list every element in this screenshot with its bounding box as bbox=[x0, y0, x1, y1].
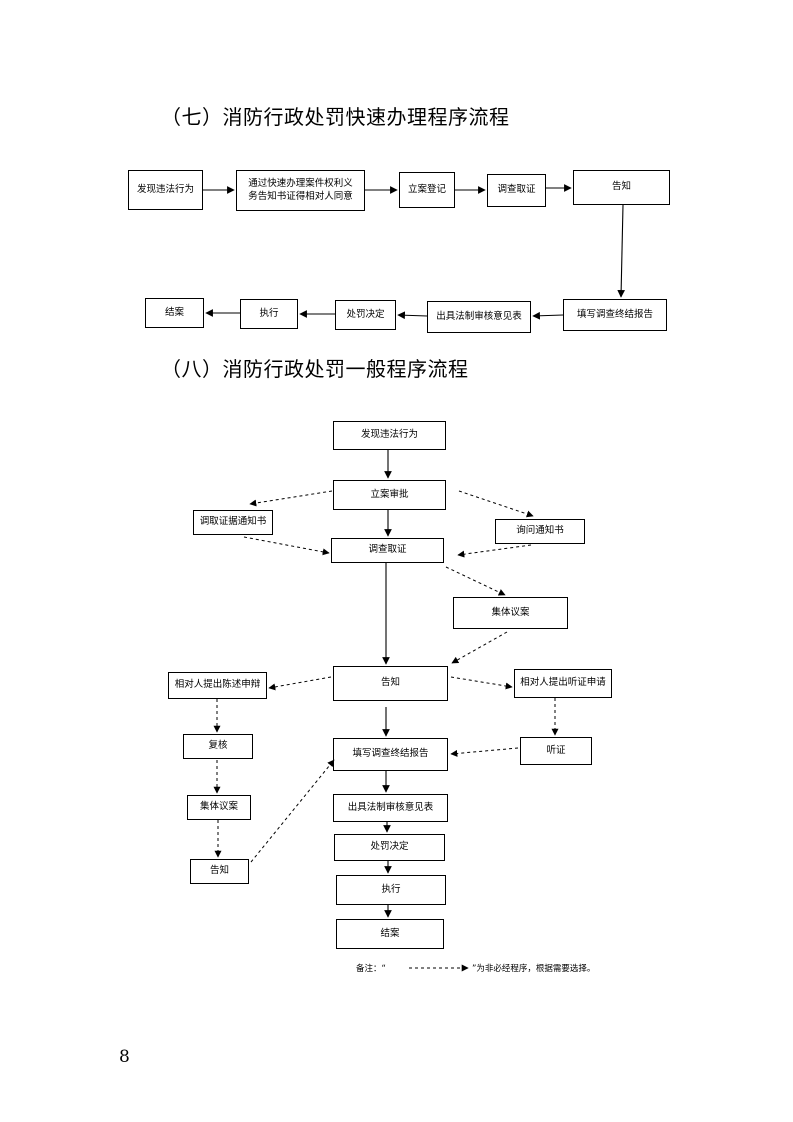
fast-close-box: 结案 bbox=[145, 298, 204, 328]
arrow-gen-d14 bbox=[250, 759, 335, 863]
fast-discover-box: 发现违法行为 bbox=[128, 170, 203, 210]
fast-notify-rights-line1: 通过快速办理案件权利义 bbox=[248, 177, 353, 189]
gen-evidence-notice-label: 调取证据通知书 bbox=[199, 516, 267, 528]
page-number: 8 bbox=[119, 1047, 130, 1067]
gen-collective-discussion-label: 集体议案 bbox=[491, 606, 530, 618]
fast-execute-label: 执行 bbox=[259, 307, 279, 319]
fast-register-label: 立案登记 bbox=[407, 183, 446, 195]
fast-decision-box: 处罚决定 bbox=[335, 300, 396, 330]
note-prefix: 备注：“ bbox=[356, 964, 386, 974]
fast-procedure-heading: （七）消防行政处罚快速办理程序流程 bbox=[161, 105, 510, 129]
gen-inform-2-box: 告知 bbox=[190, 859, 249, 884]
general-procedure-heading: （八）消防行政处罚一般程序流程 bbox=[161, 357, 469, 381]
gen-hearing-request-label: 相对人提出听证申请 bbox=[520, 677, 606, 689]
arrow-fast-5 bbox=[617, 204, 625, 298]
gen-inform-2-label: 告知 bbox=[209, 865, 229, 877]
fast-inform-label: 告知 bbox=[611, 181, 631, 193]
gen-discover-box: 发现违法行为 bbox=[333, 421, 446, 450]
gen-decision-label: 处罚决定 bbox=[370, 841, 409, 853]
fast-decision-label: 处罚决定 bbox=[346, 308, 385, 320]
gen-approve-label: 立案审批 bbox=[370, 488, 409, 500]
arrow-gen-d7 bbox=[268, 676, 332, 691]
gen-discover-label: 发现违法行为 bbox=[360, 429, 418, 441]
fast-close-label: 结案 bbox=[164, 306, 184, 318]
gen-collective-discussion-2-box: 集体议案 bbox=[187, 795, 251, 820]
fast-final-report-label: 填写调查终结报告 bbox=[576, 308, 653, 320]
gen-hearing-label: 听证 bbox=[546, 744, 566, 756]
arrow-gen-d6 bbox=[451, 631, 508, 664]
arrow-gen-d2 bbox=[458, 490, 534, 518]
arrow-gen-d12 bbox=[450, 747, 519, 757]
gen-close-box: 结案 bbox=[336, 919, 444, 949]
arrow-gen-d4 bbox=[457, 544, 532, 558]
gen-collective-discussion-2-label: 集体议案 bbox=[199, 801, 238, 813]
fast-register-box: 立案登记 bbox=[399, 172, 455, 208]
gen-decision-box: 处罚决定 bbox=[334, 834, 445, 861]
gen-approve-box: 立案审批 bbox=[333, 480, 446, 510]
gen-inform-box: 告知 bbox=[333, 666, 448, 701]
gen-legal-review-label: 出具法制审核意见表 bbox=[347, 801, 434, 813]
fast-investigate-label: 调查取证 bbox=[497, 184, 536, 196]
fast-notify-rights-line2: 务告知书证得相对人同意 bbox=[248, 190, 353, 202]
gen-review-box: 复核 bbox=[183, 734, 253, 759]
gen-collective-discussion-box: 集体议案 bbox=[453, 597, 568, 629]
gen-legal-review-box: 出具法制审核意见表 bbox=[333, 794, 448, 822]
gen-inquiry-notice-box: 询问通知书 bbox=[495, 519, 585, 544]
gen-evidence-notice-box: 调取证据通知书 bbox=[193, 510, 273, 535]
gen-close-label: 结案 bbox=[380, 927, 400, 939]
fast-notify-rights-box: 通过快速办理案件权利义 务告知书证得相对人同意 bbox=[236, 170, 365, 211]
gen-investigate-label: 调查取证 bbox=[368, 544, 407, 556]
fast-investigate-box: 调查取证 bbox=[487, 174, 546, 207]
note-suffix: ”为非必经程序，根据需要选择。 bbox=[472, 964, 596, 974]
gen-review-label: 复核 bbox=[208, 740, 228, 752]
arrow-gen-d1 bbox=[249, 490, 333, 507]
gen-final-report-box: 填写调查终结报告 bbox=[333, 738, 448, 771]
gen-execute-box: 执行 bbox=[336, 875, 446, 905]
gen-hearing-request-box: 相对人提出听证申请 bbox=[514, 669, 612, 698]
arrow-fast-7 bbox=[397, 311, 428, 320]
fast-execute-box: 执行 bbox=[240, 299, 298, 329]
gen-statement-defense-label: 相对人提出陈述申辩 bbox=[174, 679, 261, 691]
gen-execute-label: 执行 bbox=[381, 883, 401, 895]
gen-inquiry-notice-label: 询问通知书 bbox=[516, 525, 564, 537]
arrow-fast-6 bbox=[532, 311, 564, 320]
gen-investigate-box: 调查取证 bbox=[331, 538, 444, 563]
fast-inform-box: 告知 bbox=[573, 170, 670, 205]
gen-statement-defense-box: 相对人提出陈述申辩 bbox=[168, 672, 267, 699]
arrow-gen-d5 bbox=[445, 566, 506, 596]
gen-hearing-box: 听证 bbox=[520, 737, 592, 765]
fast-final-report-box: 填写调查终结报告 bbox=[563, 299, 667, 331]
fast-discover-label: 发现违法行为 bbox=[136, 183, 194, 195]
arrow-gen-d3 bbox=[243, 536, 330, 556]
fast-legal-review-box: 出具法制审核意见表 bbox=[427, 301, 531, 333]
arrow-gen-d8 bbox=[450, 676, 513, 690]
gen-inform-label: 告知 bbox=[380, 677, 400, 689]
fast-legal-review-label: 出具法制审核意见表 bbox=[436, 310, 522, 322]
gen-final-report-label: 填写调查终结报告 bbox=[352, 748, 429, 760]
